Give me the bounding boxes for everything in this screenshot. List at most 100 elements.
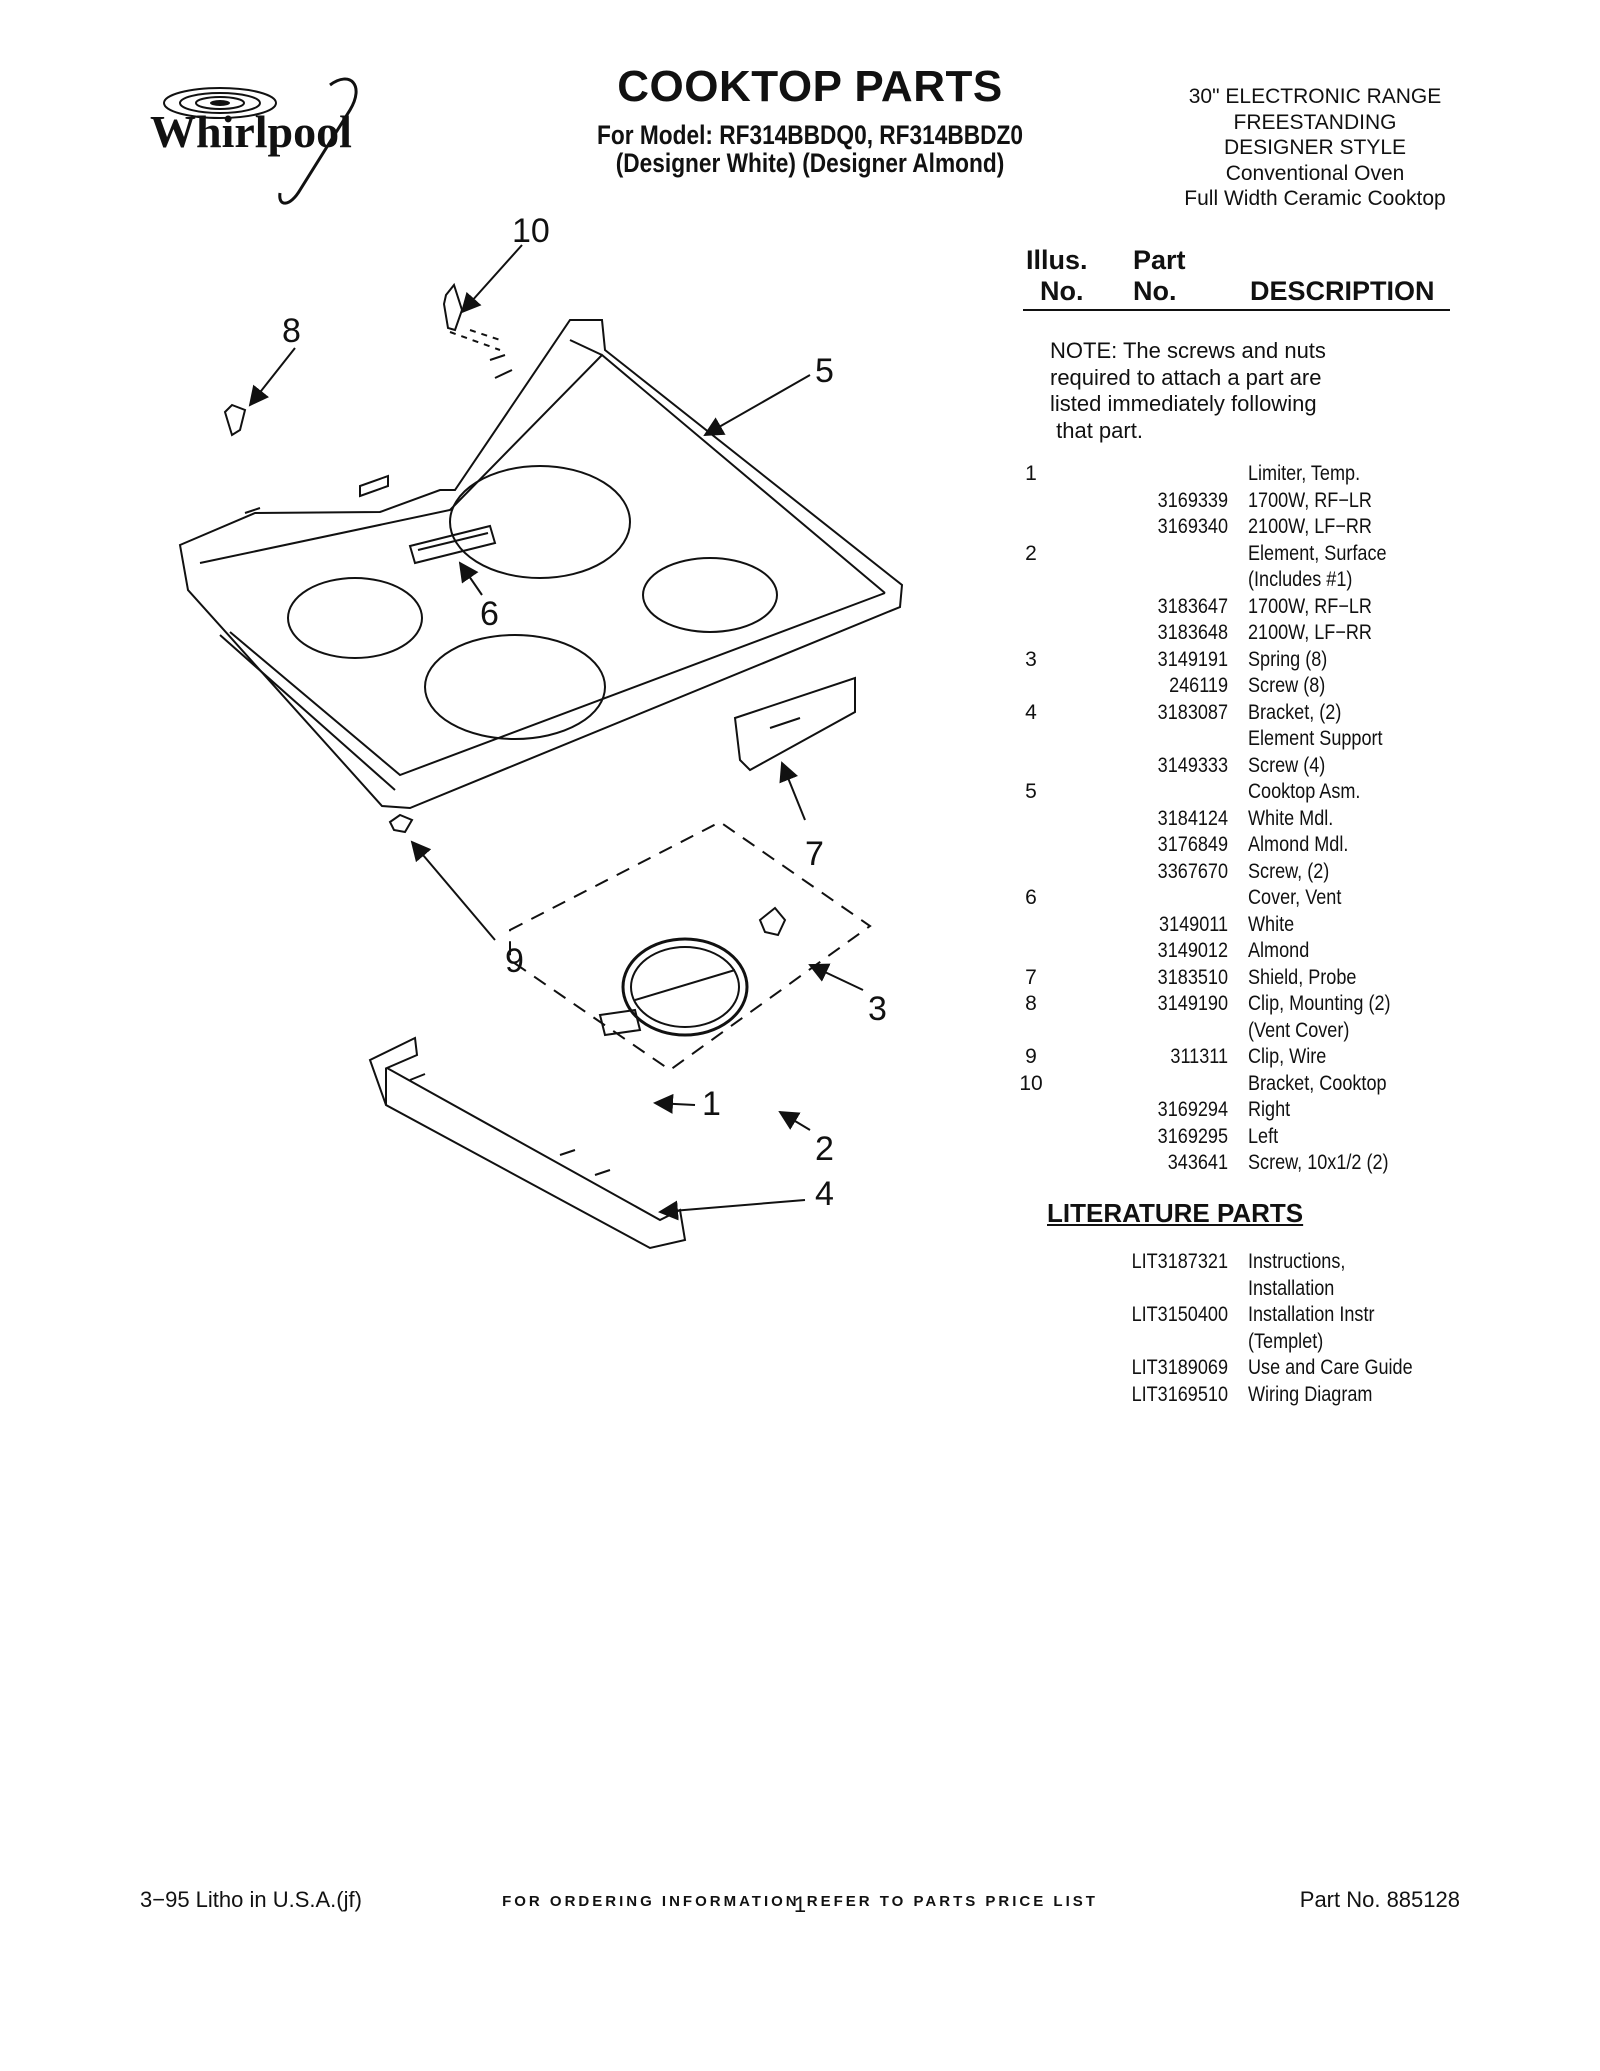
part-description: Screw (8)	[1248, 674, 1326, 697]
part-number: 3183087	[1157, 700, 1228, 724]
literature-description: Installation	[1248, 1276, 1335, 1300]
callout-4: 4	[815, 1175, 834, 1213]
part-description: Cooktop Asm.	[1248, 780, 1361, 803]
part-description: Left	[1248, 1124, 1279, 1148]
callout-7: 7	[805, 835, 824, 873]
part-description: White	[1248, 912, 1295, 936]
product-info-line: Full Width Ceramic Cooktop	[1184, 187, 1446, 210]
part-number: 3183648	[1157, 621, 1228, 644]
spring-shape	[758, 906, 787, 937]
part-number: 3183647	[1157, 594, 1228, 618]
product-info: 30" ELECTRONIC RANGE FREESTANDING DESIGN…	[1150, 84, 1480, 212]
literature-row: (Templet)	[1000, 1330, 1470, 1357]
column-header-part-no: No.	[1133, 276, 1177, 306]
part-description: Bracket, (2)	[1248, 700, 1342, 724]
leader-7	[779, 761, 806, 821]
literature-description: Use and Care Guide	[1248, 1356, 1413, 1379]
leader-5	[703, 374, 811, 436]
part-description: Bracket, Cooktop	[1248, 1071, 1387, 1095]
leader-10	[460, 244, 523, 314]
literature-description: (Templet)	[1248, 1329, 1324, 1353]
element-support-bracket-shape	[368, 1036, 687, 1250]
part-description: Screw, 10x1/2 (2)	[1248, 1151, 1389, 1174]
part-number: 3169340	[1157, 515, 1228, 538]
page-title: COOKTOP PARTS	[617, 62, 1003, 111]
leader-3	[808, 963, 864, 991]
product-info-line: DESIGNER STYLE	[1223, 136, 1407, 159]
literature-description: Wiring Diagram	[1248, 1382, 1373, 1406]
leader-8	[248, 347, 296, 407]
cooktop-bracket-shape	[442, 282, 464, 332]
column-header-part: Part	[1133, 245, 1186, 275]
callout-1: 1	[702, 1085, 721, 1123]
burner-small-right	[642, 557, 778, 633]
part-number: 3169339	[1157, 488, 1228, 512]
exploded-diagram: 10 8 5 6 7 9 3 1 2 4	[150, 200, 910, 1320]
callout-5: 5	[815, 352, 834, 390]
illus-number: 10	[1019, 1071, 1043, 1095]
literature-part-number: LIT3169510	[1131, 1382, 1228, 1406]
literature-part-number: LIT3150400	[1131, 1303, 1228, 1326]
illus-number: 8	[1025, 992, 1037, 1015]
probe-shield-shape	[733, 676, 856, 772]
product-info-line: Conventional Oven	[1225, 161, 1405, 185]
parts-row: 3169295 Left	[1000, 1125, 1470, 1152]
column-header-illus-no: No.	[1040, 276, 1084, 306]
part-number: 3149333	[1157, 753, 1228, 777]
cooktop-assembly-shape	[178, 319, 904, 810]
leader-2	[778, 1110, 811, 1131]
element-outline-dashed	[509, 820, 872, 1072]
part-description: Screw (4)	[1248, 753, 1326, 777]
note: NOTE: The screws and nuts required to at…	[1050, 338, 1410, 444]
part-description: Almond	[1248, 939, 1310, 962]
part-number: 3183510	[1157, 965, 1228, 989]
parts-row: 3149011 White	[1000, 913, 1470, 940]
part-number: 3149012	[1157, 939, 1228, 962]
part-description: Element Support	[1248, 727, 1383, 750]
literature-title: LITERATURE PARTS	[1047, 1198, 1304, 1228]
burner-large-front	[424, 634, 606, 740]
ordering-info: FOR ORDERING INFORMATION REFER TO PARTS …	[502, 1893, 1098, 1910]
page-number: 1	[793, 1892, 807, 1917]
callout-2: 2	[815, 1130, 834, 1168]
part-description: Cover, Vent	[1248, 886, 1342, 909]
part-number: 3176849	[1157, 833, 1228, 856]
part-description: 2100W, LF−RR	[1248, 515, 1372, 538]
part-description: (Vent Cover)	[1248, 1018, 1350, 1042]
part-number: 3169295	[1157, 1124, 1228, 1148]
literature-row: LIT3150400 Installation Instr	[1000, 1303, 1470, 1330]
part-number: 311311	[1170, 1045, 1228, 1068]
literature-description: Installation Instr	[1248, 1303, 1375, 1326]
parts-row: 3169340 2100W, LF−RR	[1000, 515, 1470, 542]
literature-row: LIT3169510 Wiring Diagram	[1000, 1383, 1470, 1410]
illus-number: 7	[1025, 965, 1037, 989]
note-line: that part.	[1050, 417, 1143, 443]
temp-limiter-shape	[598, 1008, 642, 1037]
part-number: 3149011	[1159, 912, 1228, 936]
part-description: (Includes #1)	[1248, 568, 1353, 591]
colors-line: (Designer White) (Designer Almond)	[615, 148, 1005, 178]
cooktop-exploded-view: 10 8 5 6 7 9 3 1 2 4	[178, 212, 904, 1250]
literature-description: Instructions,	[1248, 1250, 1346, 1273]
brand-logo: Whirlpool	[150, 75, 395, 215]
illus-number: 9	[1025, 1045, 1037, 1068]
part-description: Screw, (2)	[1248, 859, 1330, 883]
vent-cover-shape	[408, 524, 497, 565]
parts-row: (Includes #1)	[1000, 568, 1470, 595]
callout-9: 9	[505, 942, 524, 980]
callout-3: 3	[868, 990, 887, 1028]
parts-row: 3183647 1700W, RF−LR	[1000, 595, 1470, 622]
part-description: 1700W, RF−LR	[1248, 594, 1372, 618]
part-number: 3149190	[1157, 992, 1228, 1015]
